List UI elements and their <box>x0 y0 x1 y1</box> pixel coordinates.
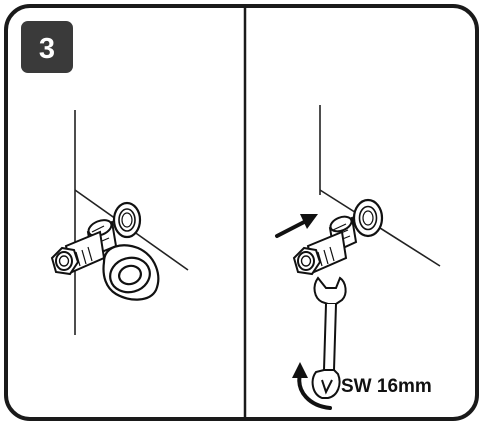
angle-fitting-icon <box>292 215 358 276</box>
left-panel <box>50 110 189 335</box>
outer-frame <box>4 4 479 421</box>
angle-fitting-icon <box>50 219 118 276</box>
wrench-size-label: SW 16mm <box>341 376 432 397</box>
rotate-arrow-icon <box>292 362 332 410</box>
push-arrow-icon <box>275 214 318 238</box>
seal-ring-icon <box>112 201 142 239</box>
open-end-wrench-icon <box>311 276 347 399</box>
step-badge: 3 <box>21 21 73 73</box>
seal-ring-icon <box>352 198 384 238</box>
step-number: 3 <box>39 33 55 65</box>
loose-washer-icon <box>102 244 160 301</box>
right-panel: SW 16mm <box>275 105 441 410</box>
